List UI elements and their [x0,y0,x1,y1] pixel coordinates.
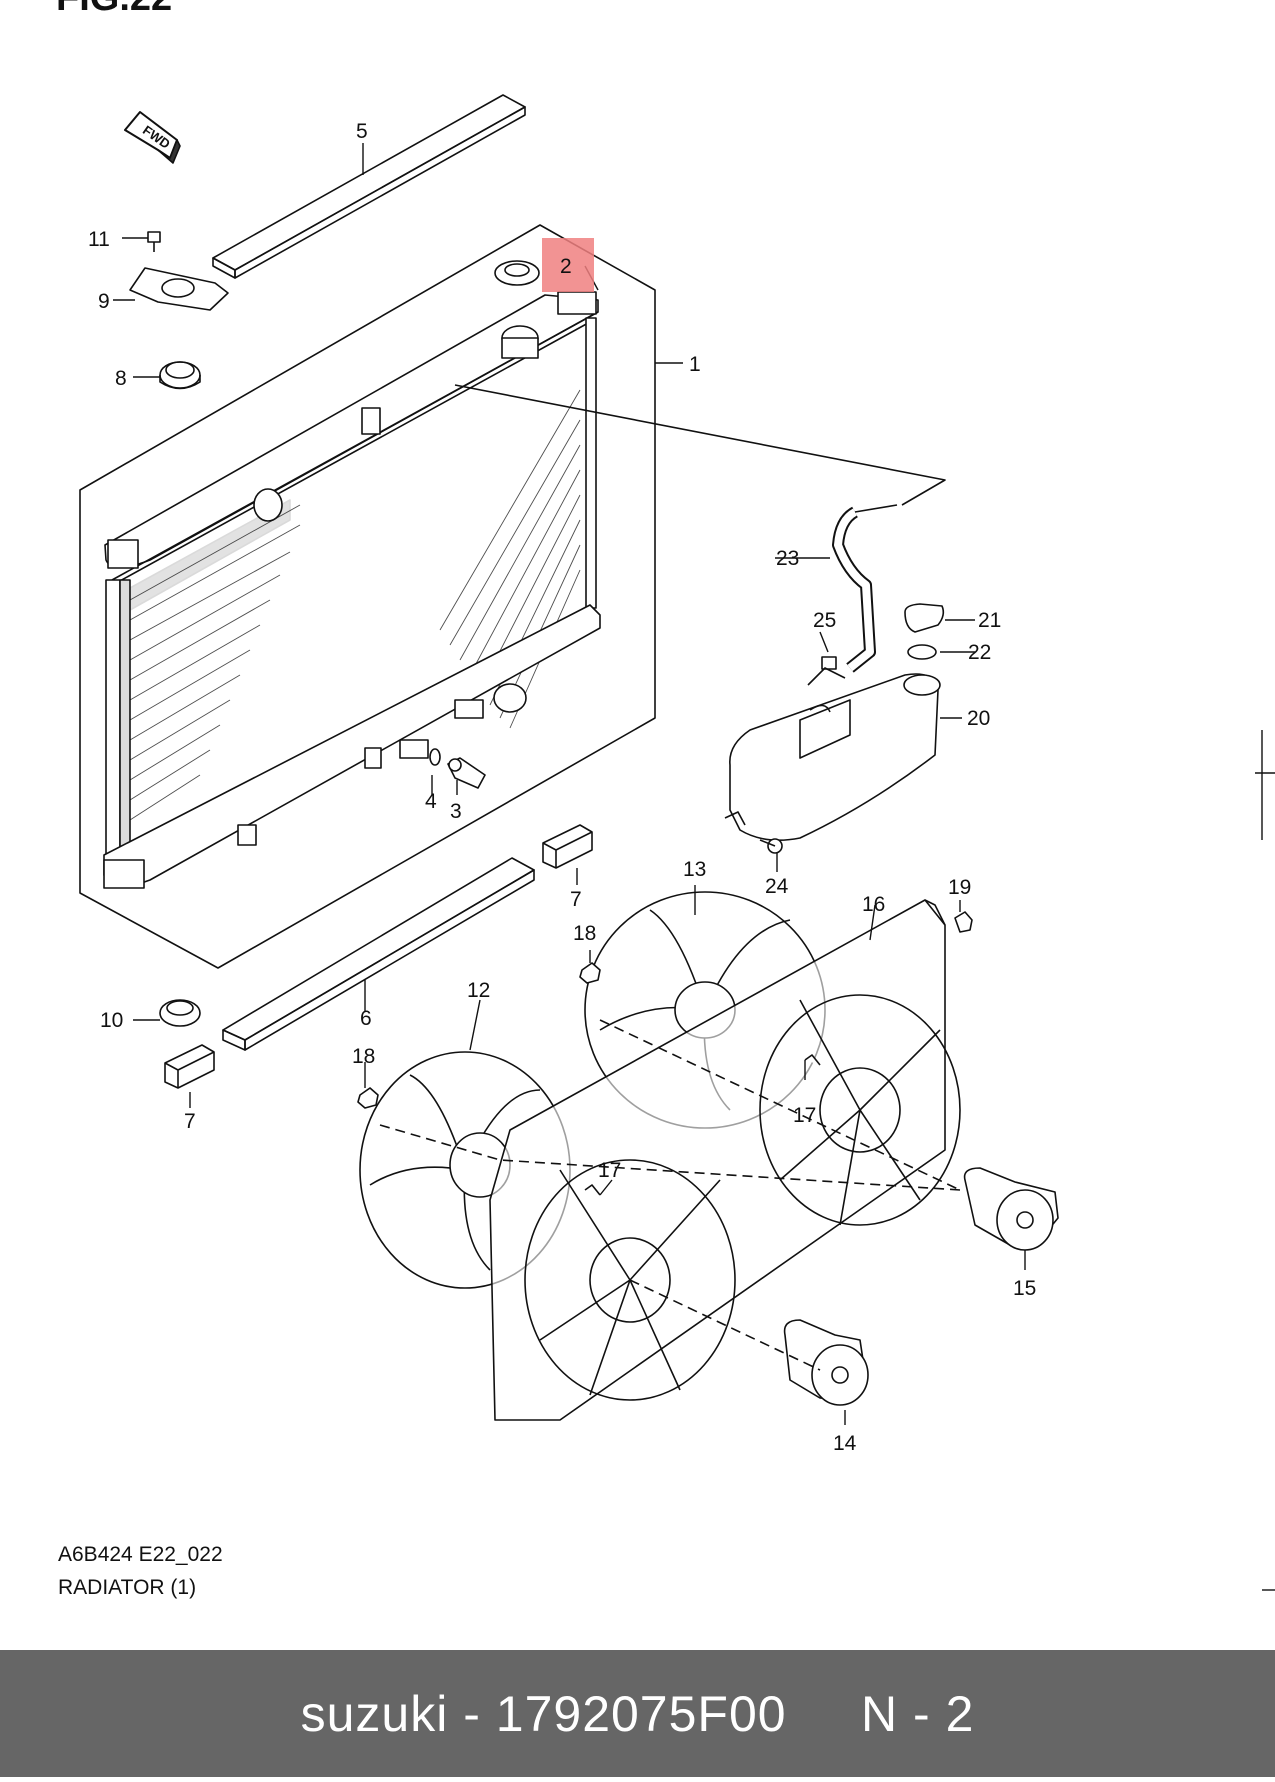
callout-7-upper: 7 [570,888,582,911]
callout-12: 12 [467,979,490,1002]
callout-13: 13 [683,858,706,881]
fan-shroud [489,899,961,1421]
callout-18-upper: 18 [573,922,596,945]
callout-14: 14 [833,1432,857,1455]
diagram-code: A6B424 E22_022 [58,1543,223,1566]
callout-labels: 1 2 3 4 5 6 7 7 8 9 10 11 12 13 14 15 16… [88,120,1036,1455]
bolt-17-right-icon [804,1054,821,1066]
reservoir-washer [907,644,937,660]
callout-3: 3 [450,800,462,823]
mount-bracket [129,267,229,311]
callout-9: 9 [98,290,110,313]
callout-1: 1 [689,353,701,376]
callout-11: 11 [88,228,110,251]
cushion-upper [542,824,593,869]
callout-2: 2 [560,255,572,278]
callout-16: 16 [862,893,885,916]
mount-bushing-lower [159,999,201,1027]
fwd-arrow-icon [124,111,181,164]
callout-23: 23 [776,547,799,570]
callout-15: 15 [1013,1277,1036,1300]
fan-motor-lower [783,1319,869,1406]
part-number-text: suzuki - 1792075F00 N - 2 [300,1685,975,1742]
reservoir-bolt-icon [759,838,783,854]
callout-21: 21 [978,609,1001,632]
cushion-lower [164,1044,215,1089]
callout-25: 25 [813,609,836,632]
drain-plug [447,757,486,789]
radiator-cap [494,260,540,286]
footer-bar: suzuki - 1792075F00 N - 2 [0,1650,1275,1777]
diagram-name: RADIATOR (1) [58,1576,197,1599]
nut-18-upper-icon [579,962,601,984]
callout-20: 20 [967,707,990,730]
callout-18-lower: 18 [352,1045,375,1068]
callout-7-lower: 7 [184,1110,196,1133]
callout-17-left: 17 [598,1159,621,1182]
hose-clamp [821,656,837,670]
lower-seal-strip [222,857,535,1051]
reservoir-tank [724,673,941,841]
callout-24: 24 [765,875,789,898]
reservoir-cap [904,603,945,633]
callout-8: 8 [115,367,127,390]
figure-title: FIG.22 [56,0,172,19]
leader-lines [113,143,1026,1425]
callout-4: 4 [425,790,437,813]
callout-22: 22 [968,641,991,664]
upper-seal-strip [212,94,526,279]
mount-bushing-upper [159,361,201,390]
bolt-17-left-icon [584,1184,601,1196]
bolt-19-icon [954,911,973,933]
callout-6: 6 [360,1007,372,1030]
nut-18-lower-icon [357,1087,379,1109]
bolt-icon [147,231,161,252]
radiator-assembly [79,224,656,969]
callout-10: 10 [100,1009,123,1032]
highlight-box [542,238,594,292]
callout-17-right: 17 [793,1104,816,1127]
callout-5: 5 [356,120,368,143]
fan-motor-upper [963,1167,1059,1251]
o-ring [429,748,441,766]
callout-19: 19 [948,876,971,899]
